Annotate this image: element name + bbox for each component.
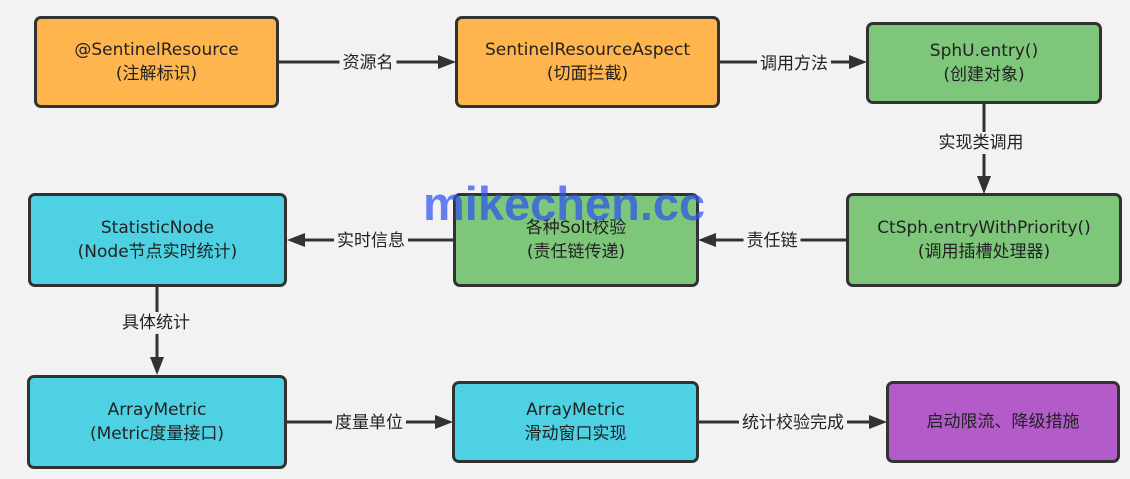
node-title: StatisticNode bbox=[100, 218, 215, 238]
arrowhead bbox=[977, 176, 991, 194]
node-subtitle: (注解标识) bbox=[115, 64, 198, 84]
node-subtitle: (责任链传递) bbox=[526, 242, 626, 262]
node-subtitle: (创建对象) bbox=[943, 65, 1025, 85]
node-title: CtSph.entryWithPriority() bbox=[877, 218, 1091, 238]
node-title: 各种Solt校验 bbox=[525, 218, 627, 238]
node-subtitle: 滑动窗口实现 bbox=[524, 424, 627, 444]
arrowhead bbox=[150, 357, 164, 375]
node-resource-aspect: SentinelResourceAspect (切面拦截) bbox=[455, 16, 720, 108]
node-title: ArrayMetric bbox=[107, 400, 207, 420]
node-title: @SentinelResource bbox=[74, 40, 239, 60]
node-title: ArrayMetric bbox=[526, 400, 625, 420]
edge-label-measure-unit: 度量单位 bbox=[332, 412, 406, 434]
node-ctsph-entry: CtSph.entryWithPriority() (调用插槽处理器) bbox=[846, 193, 1122, 287]
node-subtitle: (调用插槽处理器) bbox=[917, 242, 1051, 262]
edge-label-call-method: 调用方法 bbox=[757, 53, 831, 75]
edge-label-resource-name: 资源名 bbox=[339, 52, 397, 74]
arrowhead bbox=[869, 415, 887, 429]
node-degrade: 启动限流、降级措施 bbox=[886, 381, 1120, 463]
arrowhead bbox=[849, 55, 867, 69]
watermark: mikechen.cc bbox=[423, 177, 706, 230]
node-title: SentinelResourceAspect bbox=[484, 40, 691, 60]
node-slot-chain: 各种Solt校验 (责任链传递) bbox=[453, 193, 699, 287]
node-statistic-node: StatisticNode (Node节点实时统计) bbox=[28, 193, 287, 287]
edge-label-concrete-stats: 具体统计 bbox=[119, 312, 193, 334]
arrowhead bbox=[698, 233, 716, 247]
edge-label-stats-done: 统计校验完成 bbox=[739, 412, 847, 434]
node-sentinel-resource: @SentinelResource (注解标识) bbox=[34, 16, 279, 108]
node-sphu-entry: SphU.entry() (创建对象) bbox=[866, 22, 1102, 104]
node-subtitle: (Metric度量接口) bbox=[89, 424, 225, 444]
node-title: 启动限流、降级措施 bbox=[926, 412, 1080, 432]
arrowhead bbox=[287, 233, 305, 247]
arrowhead bbox=[435, 415, 453, 429]
node-subtitle: (切面拦截) bbox=[546, 64, 629, 84]
edge-label-chain: 责任链 bbox=[743, 230, 801, 252]
node-array-metric-window: ArrayMetric 滑动窗口实现 bbox=[452, 381, 699, 463]
edge-label-implementation-call: 实现类调用 bbox=[935, 132, 1027, 154]
node-subtitle: (Node节点实时统计) bbox=[77, 242, 238, 262]
arrowhead bbox=[438, 55, 456, 69]
edge-label-realtime-info: 实时信息 bbox=[334, 230, 408, 252]
node-title: SphU.entry() bbox=[929, 41, 1039, 61]
node-array-metric-interface: ArrayMetric (Metric度量接口) bbox=[27, 375, 287, 469]
